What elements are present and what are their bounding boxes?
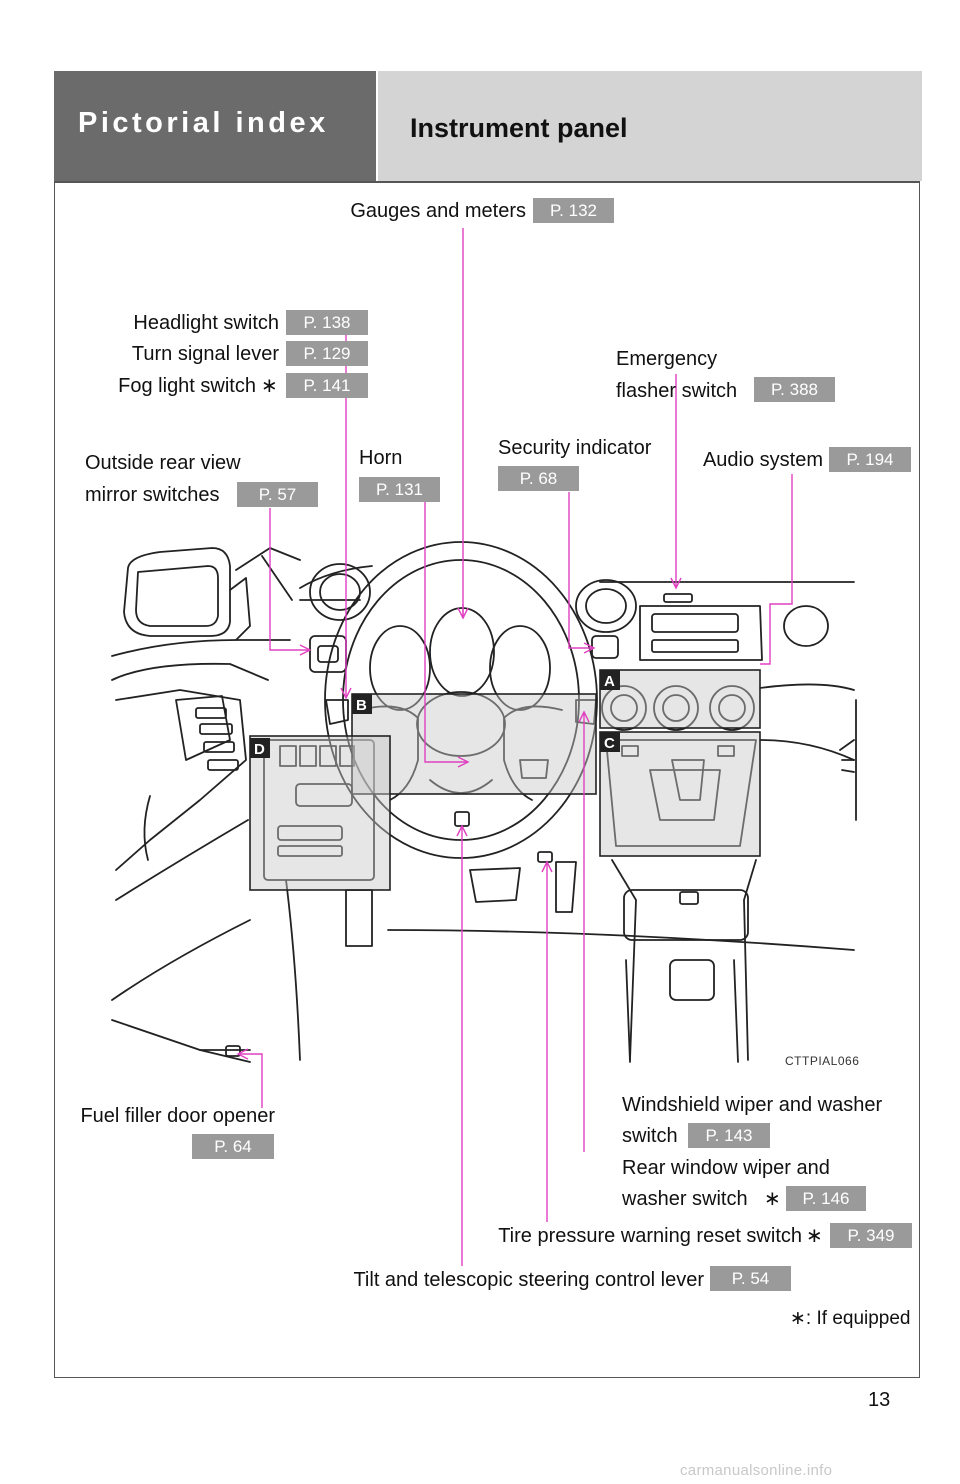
- image-code: CTTPIAL066: [785, 1054, 860, 1068]
- label-emergency-line2: flasher switch: [616, 380, 738, 402]
- callout-d: D: [254, 741, 265, 758]
- section-header: Pictorial index: [54, 71, 376, 181]
- callout-b: B: [356, 697, 367, 714]
- page-ref-headlight[interactable]: P. 138: [286, 310, 368, 335]
- callout-c: C: [604, 735, 615, 752]
- label-mirror-line2: mirror switches: [85, 484, 220, 506]
- section-title: Pictorial index: [78, 107, 329, 139]
- page-ref-gauges[interactable]: P. 132: [533, 198, 614, 223]
- page-ref-rear-wiper[interactable]: P. 146: [786, 1186, 866, 1211]
- label-rear-wiper-line1: Rear window wiper and: [622, 1157, 830, 1179]
- page-ref-tilt-telescopic[interactable]: P. 54: [710, 1266, 791, 1291]
- label-emergency-line1: Emergency: [616, 348, 718, 370]
- asterisk-tire: ∗: [806, 1225, 823, 1247]
- page-ref-emergency-flasher[interactable]: P. 388: [754, 377, 835, 402]
- page-ref-audio[interactable]: P. 194: [829, 447, 911, 472]
- label-security-indicator: Security indicator: [498, 437, 652, 459]
- label-tilt-telescopic-lever: Tilt and telescopic steering control lev…: [353, 1269, 704, 1291]
- label-turn-signal-lever: Turn signal lever: [131, 343, 279, 365]
- page-ref-fuel[interactable]: P. 64: [192, 1134, 274, 1159]
- asterisk-fog: ∗: [261, 375, 278, 397]
- label-rear-wiper-line2: washer switch: [622, 1188, 748, 1210]
- page-ref-security[interactable]: P. 68: [498, 466, 579, 491]
- label-headlight-switch: Headlight switch: [133, 312, 279, 334]
- asterisk-rear-wiper: ∗: [764, 1188, 781, 1210]
- page-title: Instrument panel: [410, 113, 628, 143]
- page-ref-fog-light[interactable]: P. 141: [286, 373, 368, 398]
- footnote-if-equipped: ∗: If equipped: [790, 1308, 911, 1329]
- label-mirror-line1: Outside rear view: [85, 452, 241, 474]
- label-fuel-filler-door-opener: Fuel filler door opener: [80, 1105, 275, 1127]
- label-wiper-line2: switch: [622, 1125, 678, 1147]
- label-horn: Horn: [359, 447, 403, 469]
- label-gauges-and-meters: Gauges and meters: [350, 200, 526, 222]
- page-header: Instrument panel: [376, 71, 922, 181]
- page-ref-mirror[interactable]: P. 57: [237, 482, 318, 507]
- page-ref-wiper[interactable]: P. 143: [688, 1123, 770, 1148]
- page-ref-turn-signal[interactable]: P. 129: [286, 341, 368, 366]
- label-wiper-line1: Windshield wiper and washer: [622, 1094, 883, 1116]
- watermark: carmanualsonline.info: [680, 1462, 833, 1479]
- header-divider: [54, 181, 920, 183]
- page-number: 13: [868, 1389, 891, 1411]
- page-ref-tire-pressure[interactable]: P. 349: [830, 1223, 912, 1248]
- callout-a: A: [604, 673, 615, 690]
- label-fog-light-switch: Fog light switch: [118, 375, 256, 397]
- label-audio-system: Audio system: [702, 449, 823, 471]
- label-tire-pressure-reset-switch: Tire pressure warning reset switch: [498, 1225, 802, 1247]
- page-ref-horn[interactable]: P. 131: [359, 477, 440, 502]
